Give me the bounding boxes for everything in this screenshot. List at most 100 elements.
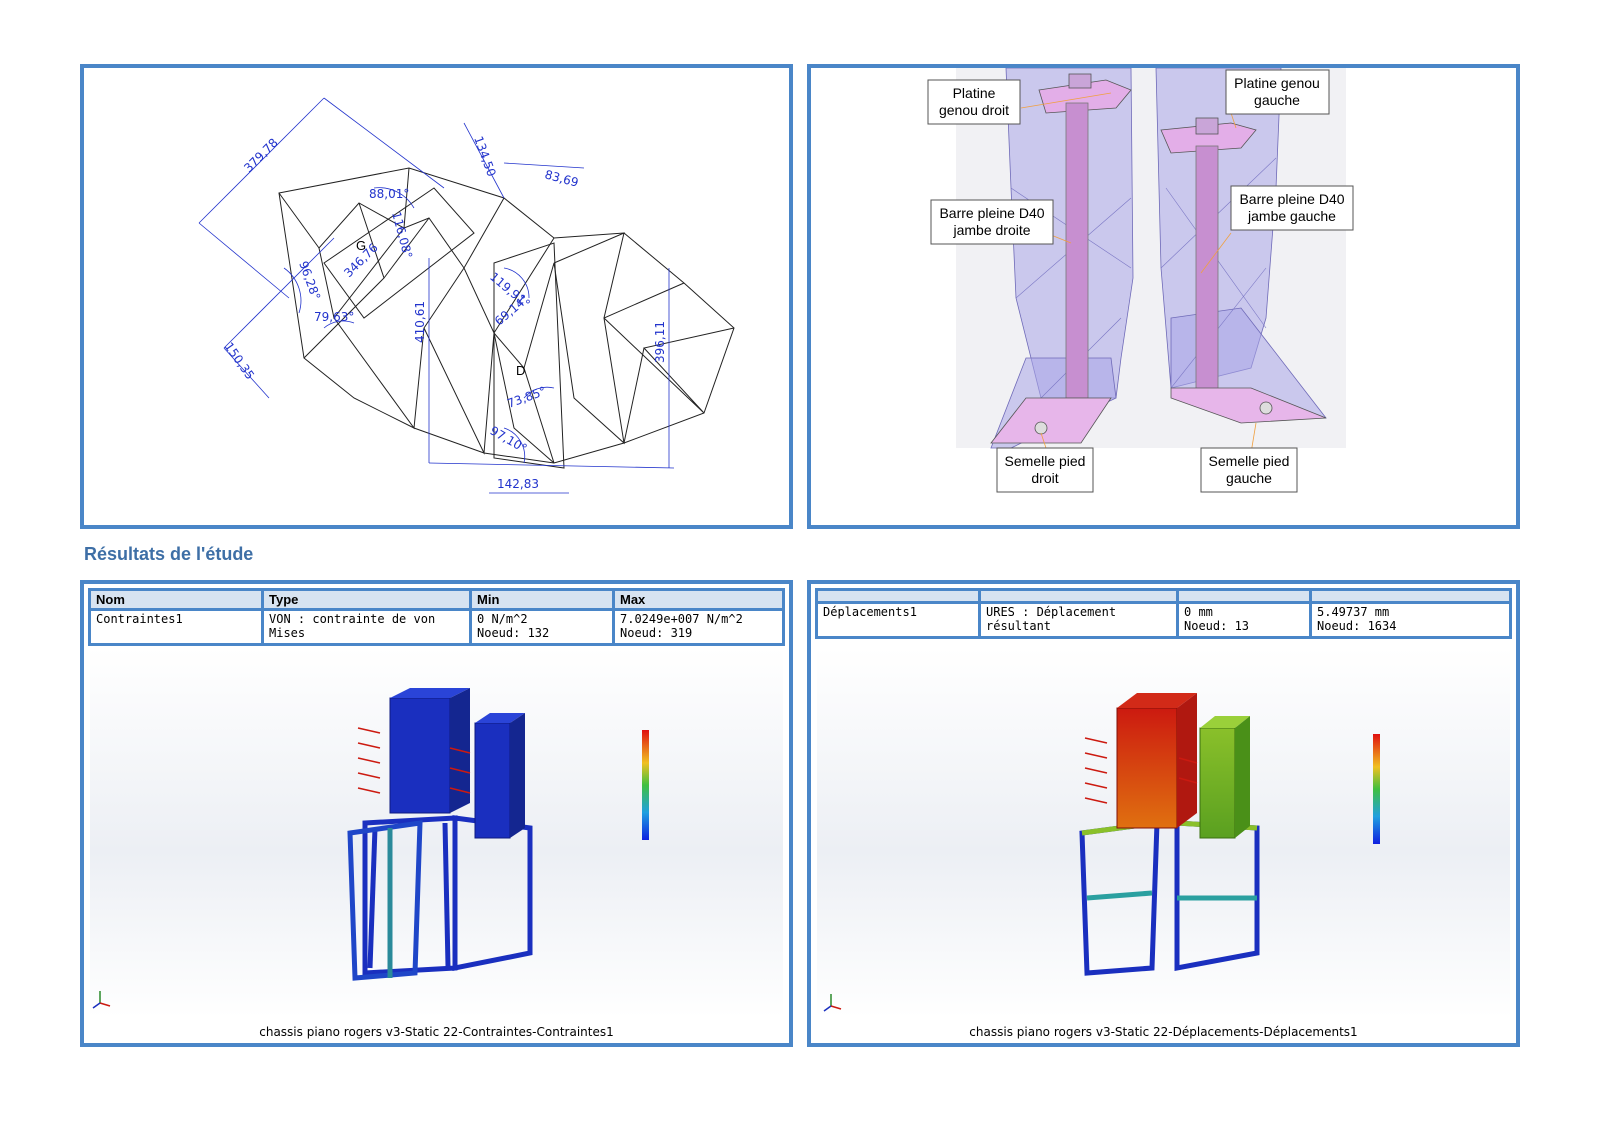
solid-bar-left-leg [1195, 145, 1219, 397]
section-title-study-results: Résultats de l'étude [84, 544, 254, 564]
dim-396-11: 396,11 [653, 321, 667, 363]
callout-foot-sole-left-line2: gauche [1226, 470, 1272, 486]
callout-knee-plate-right: Platine genou droit [927, 79, 1021, 125]
solid-bar-right-leg [1065, 102, 1089, 399]
callout-foot-sole-right: Semelle pied droit [996, 447, 1094, 493]
result-max-node: Noeud: 319 [620, 626, 693, 640]
dim-83-69: 83,69 [543, 167, 580, 189]
knee-plate-left [1160, 117, 1257, 154]
callout-bar-right-leg-line1: Barre pleine D40 [939, 205, 1044, 221]
callout-bar-right-leg-line2: jambe droite [952, 222, 1030, 238]
stress-plot-viewport [90, 648, 783, 1018]
displacement-results-table: Déplacements1 URES : Déplacement résulta… [815, 588, 1512, 639]
dim-142-83: 142,83 [497, 477, 539, 491]
stress-box-small-side [510, 713, 525, 838]
stress-box-large [389, 697, 451, 814]
callout-knee-plate-left-line2: gauche [1254, 92, 1300, 108]
dim-73-85-deg: 73,85° [505, 384, 548, 411]
dim-79-63-deg: 79,63° [314, 310, 354, 324]
callout-foot-sole-right-line1: Semelle pied [1005, 453, 1086, 469]
result-min-node: Noeud: 13 [1184, 619, 1250, 633]
col-header-max: Max [612, 588, 785, 611]
leg-assembly-render: Platine genou droit Platine genou gauche… [927, 68, 1354, 493]
foot-sole-right [990, 397, 1112, 444]
stress-plot [92, 688, 649, 1009]
bolt-right [1034, 421, 1048, 435]
foot-sole-left [1170, 387, 1327, 424]
displacement-frame [1079, 820, 1260, 976]
leg-assembly-panel: Platine genou droit Platine genou gauche… [807, 64, 1520, 529]
callout-bar-left-leg-line1: Barre pleine D40 [1239, 191, 1344, 207]
callout-foot-sole-left-line1: Semelle pied [1209, 453, 1290, 469]
col-header-min: Min [469, 588, 615, 611]
col-header-type: Type [261, 588, 472, 611]
result-min-value: 0 mm [1184, 605, 1213, 619]
wireframe-mesh [278, 167, 735, 469]
stress-box-small-top [475, 713, 525, 723]
result-max-node: Noeud: 1634 [1317, 619, 1397, 633]
table-row: Contraintes1 VON : contrainte de von Mis… [88, 608, 785, 646]
callout-foot-sole-right-line2: droit [1031, 470, 1058, 486]
dim-410-61: 410,61 [413, 301, 427, 343]
result-name: Déplacements1 [815, 601, 981, 639]
bolt-left [1259, 401, 1273, 415]
callout-knee-plate-left: Platine genou gauche [1225, 69, 1330, 115]
col-header-empty-3 [1176, 588, 1312, 604]
axis-triad-icon [823, 994, 842, 1012]
dimension-drawing-panel: 379,78 134,50 83,69 88,01° 116,08° 346,7… [80, 64, 793, 529]
load-arrows [357, 727, 471, 794]
result-type: URES : Déplacement résultant [978, 601, 1179, 639]
stress-box-large-top [390, 688, 470, 698]
table-row: Déplacements1 URES : Déplacement résulta… [815, 601, 1512, 639]
col-header-name: Nom [88, 588, 264, 611]
callout-bar-left-leg: Barre pleine D40 jambe gauche [1230, 185, 1354, 231]
displacement-plot-viewport [817, 648, 1510, 1018]
stress-results-panel: Nom Type Min Max Contraintes1 VON : cont… [80, 580, 793, 1047]
result-type: VON : contrainte de von Mises [261, 608, 472, 646]
displacement-box-small-side [1235, 716, 1250, 838]
displacement-plot [823, 693, 1380, 1012]
result-min-node: Noeud: 132 [477, 626, 550, 640]
callout-bar-right-leg: Barre pleine D40 jambe droite [930, 199, 1054, 245]
point-label-g: G [356, 238, 366, 253]
col-header-empty-4 [1309, 588, 1512, 604]
displacement-color-legend [1373, 734, 1380, 844]
displacement-caption: chassis piano rogers v3-Static 22-Déplac… [969, 1025, 1358, 1039]
displacement-box-large [1116, 707, 1178, 829]
stress-results-table: Nom Type Min Max Contraintes1 VON : cont… [88, 588, 785, 646]
col-header-empty-2 [978, 588, 1179, 604]
dimension-drawing: 379,78 134,50 83,69 88,01° 116,08° 346,7… [198, 97, 735, 494]
results-header-row: Nom Type Min Max [88, 588, 785, 611]
axis-triad-icon [92, 991, 111, 1009]
callout-bar-left-leg-line2: jambe gauche [1247, 208, 1336, 224]
displacement-box-small-top [1200, 716, 1250, 728]
load-arrows [1084, 737, 1198, 804]
knee-plate-right [1038, 73, 1132, 114]
result-max-value: 7.0249e+007 N/m^2 [620, 612, 743, 626]
point-label-d: D [516, 363, 525, 378]
result-name: Contraintes1 [88, 608, 264, 646]
col-header-empty-1 [815, 588, 981, 604]
callout-knee-plate-right-line1: Platine [953, 85, 996, 101]
callout-knee-plate-right-line2: genou droit [939, 102, 1009, 118]
dim-134-50: 134,50 [471, 134, 499, 178]
stress-caption: chassis piano rogers v3-Static 22-Contra… [259, 1025, 614, 1039]
callout-knee-plate-left-line1: Platine genou [1234, 75, 1320, 91]
callout-foot-sole-left: Semelle pied gauche [1200, 447, 1298, 493]
displacement-box-large-top [1117, 693, 1197, 708]
dim-116-08-deg: 116,08° [389, 210, 415, 260]
dim-150-35: 150,35 [222, 340, 258, 382]
result-max-value: 5.49737 mm [1317, 605, 1390, 619]
stress-frame [347, 815, 533, 981]
stress-box-small [474, 722, 511, 839]
dim-96-28-deg: 96,28° [296, 259, 323, 302]
result-min-value: 0 N/m^2 [477, 612, 528, 626]
displacement-results-panel: Déplacements1 URES : Déplacement résulta… [807, 580, 1520, 1047]
results-header-row-empty [815, 588, 1512, 604]
dim-88-01-deg: 88,01° [369, 187, 409, 201]
stress-color-legend [642, 730, 649, 840]
